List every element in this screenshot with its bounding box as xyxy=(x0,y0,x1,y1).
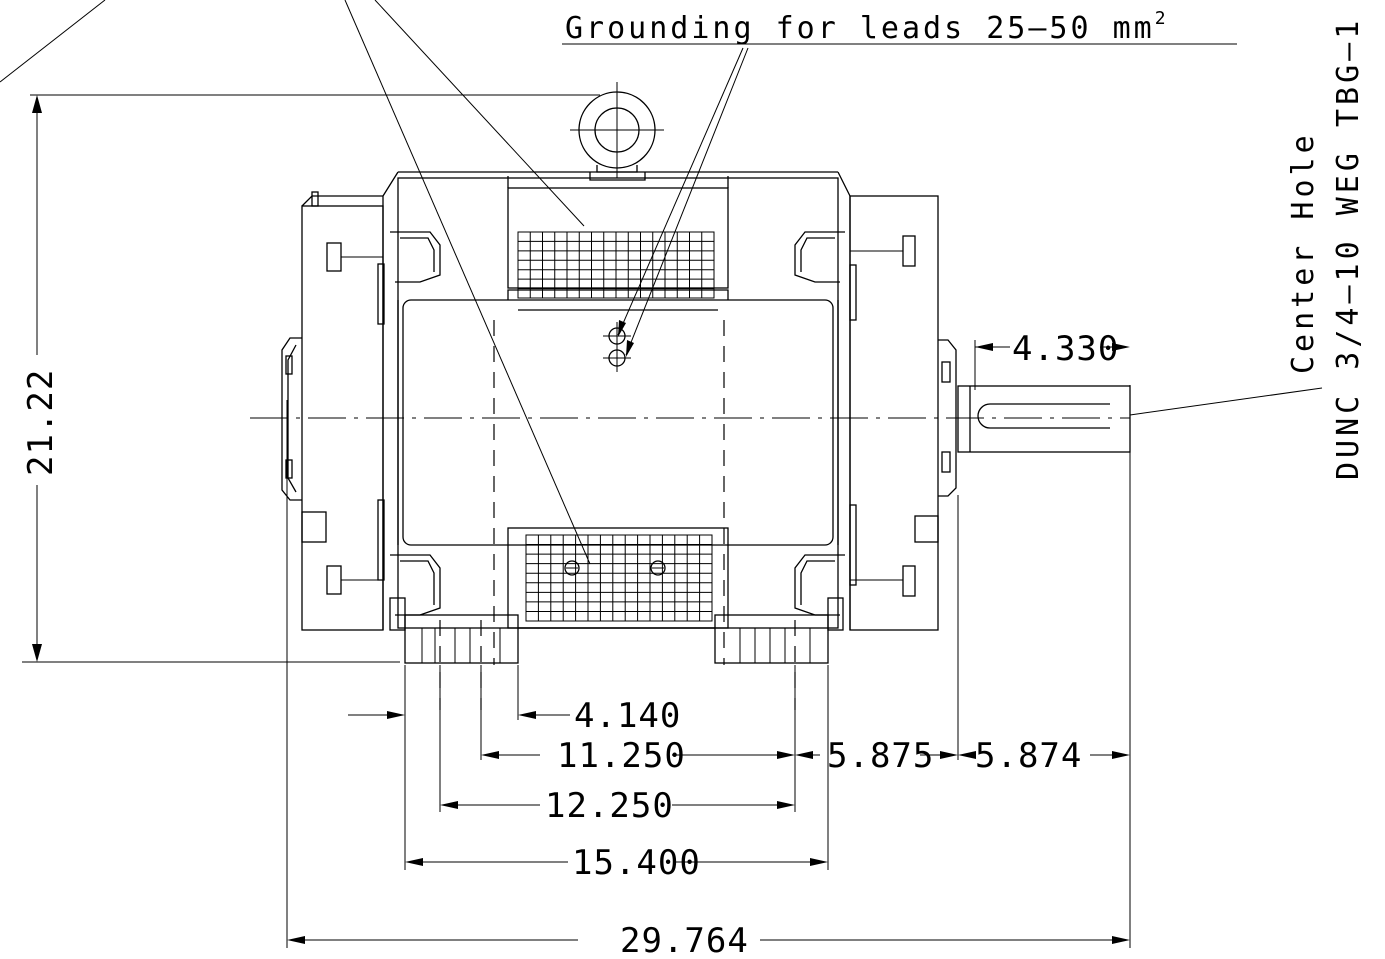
grounding-note: Grounding for leads 25–50 mm2 xyxy=(565,8,1169,46)
dim-bearing-to-shoulder: 5.875 xyxy=(827,736,934,776)
dim-overall-height: 21.22 xyxy=(21,369,61,476)
center-hole-title: Center Hole xyxy=(1286,131,1321,374)
top-grille xyxy=(517,231,715,299)
center-lines xyxy=(250,320,1130,710)
extension-lines xyxy=(22,94,1131,948)
dim-mount-holes-spacing: 11.250 xyxy=(557,736,686,776)
dim-mount-hole-centers: 12.250 xyxy=(545,786,674,826)
dim-base-length: 15.400 xyxy=(572,843,701,883)
center-hole-spec: DUNC 3/4–10 WEG TBG–1 xyxy=(1331,17,1366,480)
motor-body xyxy=(281,82,1131,664)
grounding-terminals xyxy=(564,322,666,576)
dim-overall-length: 29.764 xyxy=(620,921,749,959)
dim-shaft-length: 5.874 xyxy=(975,736,1082,776)
dim-shaft-extension: 4.330 xyxy=(1012,329,1119,369)
leader-lines xyxy=(0,0,1323,565)
dimension-arrows xyxy=(287,320,1130,944)
dimension-overall-height xyxy=(32,95,42,662)
dim-foot-width: 4.140 xyxy=(574,696,681,736)
bottom-grille xyxy=(525,534,713,622)
